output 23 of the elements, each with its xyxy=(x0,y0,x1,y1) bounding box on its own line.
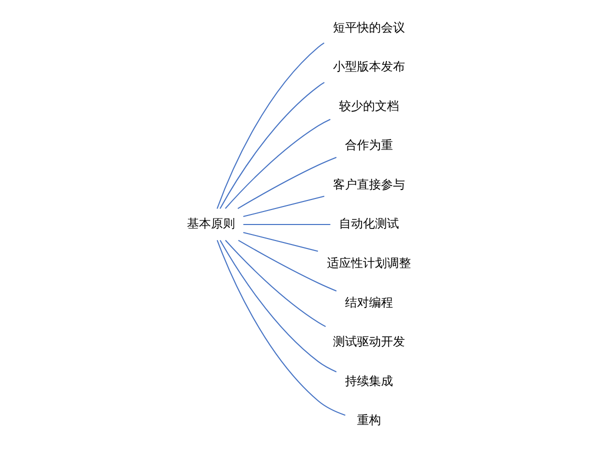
node-text: 测试驱动开发 xyxy=(332,334,405,349)
connector xyxy=(220,82,325,209)
connector xyxy=(216,42,324,209)
node-text: 持续集成 xyxy=(344,374,393,388)
connector xyxy=(243,196,324,218)
connector xyxy=(216,240,346,416)
node-text: 基本原则 xyxy=(186,216,235,231)
node-text: 重构 xyxy=(356,413,381,428)
connector xyxy=(224,118,330,209)
connector xyxy=(243,224,330,226)
node-text: 短平快的会议 xyxy=(332,20,405,34)
node-text: 适应性计划调整 xyxy=(326,256,411,270)
node-text: 自动化测试 xyxy=(338,216,399,231)
node-text: 小型版本发布 xyxy=(332,60,405,74)
node-text: 客户直接参与 xyxy=(332,177,405,192)
node-text: 较少的文档 xyxy=(338,98,399,113)
node-text: 合作为重 xyxy=(344,138,393,152)
connector xyxy=(238,240,337,292)
connector xyxy=(243,232,318,252)
connector xyxy=(225,240,326,328)
node-text: 结对编程 xyxy=(344,295,393,310)
connector xyxy=(220,240,337,372)
connector xyxy=(238,156,337,209)
